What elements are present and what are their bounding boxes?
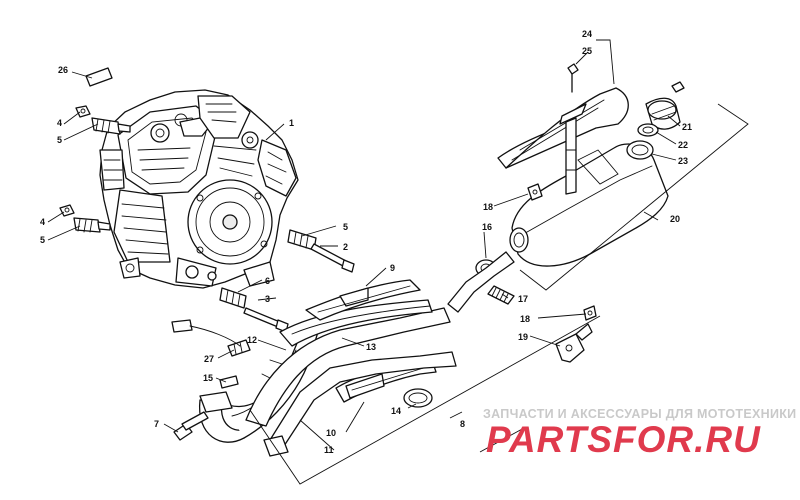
callout-19: 19	[518, 332, 528, 342]
callout-15: 15	[203, 373, 213, 383]
muffler-20	[509, 143, 669, 267]
callout-8: 8	[460, 419, 465, 429]
assembly-bracket-20	[519, 103, 749, 291]
callout-4b: 4	[40, 217, 45, 227]
gasket-23	[626, 140, 654, 160]
callout-22: 22	[678, 140, 688, 150]
callout-26: 26	[58, 65, 68, 75]
callout-24: 24	[582, 29, 592, 39]
spring-17	[487, 285, 515, 305]
callout-1: 1	[289, 118, 294, 128]
watermark-brand: PARTSFOR.RU	[486, 419, 761, 460]
grommet-18b	[583, 305, 597, 321]
callout-11: 11	[324, 445, 334, 455]
callout-21: 21	[682, 122, 692, 132]
exhaust-stud-5a	[91, 117, 131, 135]
bolt-3	[243, 307, 289, 333]
assembly-bracket-8	[249, 315, 601, 485]
grommet-18a	[527, 183, 543, 201]
mount-bracket-19	[555, 323, 593, 363]
callout-17: 17	[518, 294, 528, 304]
end-cap-21	[645, 81, 685, 130]
engine-assembly	[99, 89, 299, 289]
leader-lines	[47, 39, 681, 451]
nut-4b	[59, 204, 75, 217]
callout-12: 12	[247, 335, 257, 345]
clamp-14	[403, 388, 433, 408]
screw-25	[567, 63, 579, 93]
callout-2: 2	[343, 242, 348, 252]
callout-7: 7	[154, 419, 159, 429]
o2-sensor-27	[227, 339, 251, 357]
bracket-muffler	[565, 117, 577, 195]
outlet-pipe-muffler	[447, 251, 515, 313]
callout-3: 3	[265, 294, 270, 304]
callout-27: 27	[204, 354, 214, 364]
callout-25: 25	[582, 46, 592, 56]
callout-5a: 5	[57, 135, 62, 145]
watermark-subtitle: ЗАПЧАСТИ И АКСЕССУАРЫ ДЛЯ МОТОТЕХНИКИ	[483, 407, 796, 421]
connecting-pipe-13	[245, 299, 451, 427]
callout-16: 16	[482, 222, 492, 232]
bolt-7	[173, 411, 209, 441]
sensor-fitting-6	[219, 287, 247, 309]
flange-15	[219, 375, 239, 389]
rear-pipe-8	[263, 351, 457, 457]
callout-10: 10	[326, 428, 336, 438]
callout-18b: 18	[520, 314, 530, 324]
callout-13: 13	[366, 342, 376, 352]
callout-labels: 1 2 3 4 5 4 5 5 6 7 8 9 10 11 12 13 14 1…	[40, 29, 692, 455]
gasket-22	[637, 123, 659, 137]
heat-shield-9	[305, 279, 421, 321]
watermark: ЗАПЧАСТИ И АКСЕССУАРЫ ДЛЯ МОТОТЕХНИКИ PA…	[483, 407, 796, 460]
callout-23: 23	[678, 156, 688, 166]
exhaust-stud-5b	[73, 217, 111, 233]
callout-5b: 5	[40, 235, 45, 245]
gasket-26	[85, 67, 113, 87]
callout-14: 14	[391, 406, 401, 416]
sensor-wire-12	[171, 319, 241, 347]
nut-4a	[75, 105, 91, 118]
callout-4a: 4	[57, 118, 62, 128]
callout-18a: 18	[483, 202, 493, 212]
callout-20: 20	[670, 214, 680, 224]
bolt-2	[310, 243, 355, 273]
callout-9: 9	[390, 263, 395, 273]
callout-6: 6	[265, 276, 270, 286]
callout-5c: 5	[343, 222, 348, 232]
